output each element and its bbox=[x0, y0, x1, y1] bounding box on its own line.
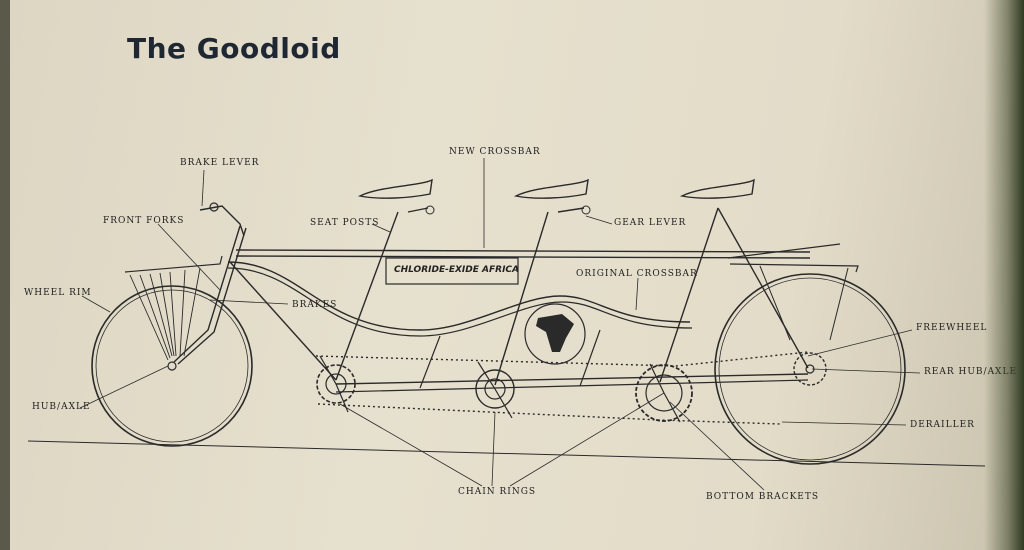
label-seat-posts: SEAT POSTS bbox=[310, 218, 380, 228]
label-brake-lever: BRAKE LEVER bbox=[180, 158, 260, 168]
frame bbox=[227, 207, 811, 393]
pedals bbox=[319, 355, 681, 423]
poster-edge bbox=[0, 0, 10, 550]
label-hub-axle: HUB/AXLE bbox=[32, 402, 91, 412]
label-bottom-brackets: BOTTOM BRACKETS bbox=[706, 492, 820, 502]
diagram-title: The Goodloid bbox=[127, 32, 341, 65]
label-original-crossbar: ORIGINAL CROSSBAR bbox=[576, 269, 698, 279]
poster-curl-shadow bbox=[984, 0, 1024, 550]
saddles bbox=[357, 178, 755, 199]
handlebars bbox=[407, 205, 591, 215]
leader-lines bbox=[79, 158, 921, 491]
front-forks bbox=[173, 202, 247, 365]
banner-text: CHLORIDE-EXIDE AFRICA bbox=[394, 265, 519, 275]
label-freewheel: FREEWHEEL bbox=[916, 323, 988, 333]
banner-box bbox=[385, 257, 519, 285]
label-gear-lever: GEAR LEVER bbox=[614, 218, 687, 228]
africa-emblem bbox=[524, 303, 586, 365]
label-brakes: BRAKES bbox=[292, 300, 338, 310]
ground-line bbox=[27, 440, 986, 467]
front-wheel bbox=[91, 285, 253, 447]
rear-rack bbox=[727, 243, 859, 341]
front-rack bbox=[124, 255, 223, 361]
label-new-crossbar: NEW CROSSBAR bbox=[449, 147, 541, 157]
chains bbox=[315, 351, 809, 425]
chain-rings bbox=[316, 364, 693, 422]
label-front-forks: FRONT FORKS bbox=[103, 216, 185, 226]
label-wheel-rim: WHEEL RIM bbox=[24, 288, 92, 298]
label-chain-rings: CHAIN RINGS bbox=[458, 487, 537, 497]
label-rear-hub-axle: REAR HUB/AXLE bbox=[924, 367, 1018, 377]
label-derailler: DERAILLER bbox=[910, 420, 975, 430]
rear-wheel bbox=[714, 273, 906, 465]
